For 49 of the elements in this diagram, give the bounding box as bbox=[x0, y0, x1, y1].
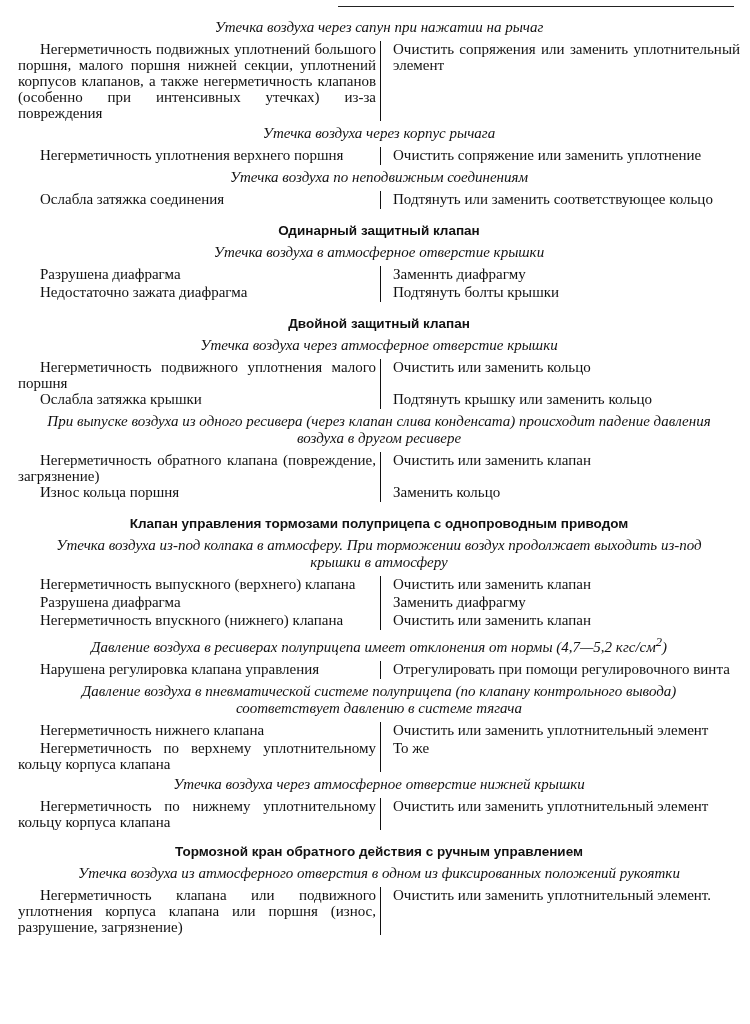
cause-cell-text: Ослабла затяжка крышки bbox=[39, 391, 203, 409]
cause-cell-text: Ослабла затяжка соединения bbox=[39, 191, 226, 209]
section-heading: Клапан управления тормозами полуприцепа с однопроводным приводом bbox=[128, 516, 630, 531]
cause-cell-text: Негерметичность по нижнему уплотнительному кольцу корпуса клапана bbox=[18, 798, 377, 830]
cause-cell-text: Негерметичность по верхнему уплотнительному кольцу корпуса клапана bbox=[18, 740, 377, 772]
remedy-cell: Подтянуть болты крышки bbox=[380, 284, 740, 302]
cause-cell-text: Негерметичность выпускного (верхнего) клапана bbox=[39, 576, 357, 594]
remedy-cell: Очистить или заменить клапан bbox=[380, 452, 740, 484]
remedy-cell: Отрегулировать при помощи регулировочного винта bbox=[380, 661, 740, 679]
cause-cell-text: Негерметичность подвижного уплотнения малого поршня bbox=[18, 359, 377, 391]
cause-cell-text: Недостаточно зажата диафрагма bbox=[39, 284, 249, 302]
section-heading: Одинарный защитный клапан bbox=[277, 223, 481, 238]
remedy-cell: Очистить или заменить уплотнительный элемент bbox=[380, 722, 740, 740]
fault-heading: Утечка воздуха через корпус рычага bbox=[261, 125, 497, 142]
remedy-cell: Заменить диафрагму bbox=[380, 594, 740, 612]
fault-heading: Утечка воздуха из атмосферного отверстия в одном из фиксированных положений рукоятки bbox=[77, 865, 681, 882]
remedy-cell: Заменнть диафрагму bbox=[380, 266, 740, 284]
cause-cell-text: Негерметичность клапана или подвижного уплотнения корпуса клапана или поршня (износ, разрушение, загрязнение) bbox=[18, 887, 377, 935]
remedy-cell: Очистить сопряжения или заменить уплотнительный элемент bbox=[380, 41, 740, 121]
fault-heading: Утечка воздуха в атмосферное отверстие крышки bbox=[212, 244, 546, 261]
cause-cell-text: Износ кольца поршня bbox=[39, 484, 181, 502]
fault-heading: При выпуске воздуха из одного ресивера (через клапан слива конденсата) происходит падение давления воздуха в другом ресивере bbox=[46, 413, 712, 447]
fault-heading: Утечка воздуха через атмосферное отверстие крышки bbox=[199, 337, 559, 354]
remedy-cell: Очистить или заменить клапан bbox=[380, 576, 740, 594]
fault-heading: Утечка воздуха из-под колпака в атмосферу. При торможении воздух продолжает выходить из-под крышки в атмосферу bbox=[55, 537, 703, 571]
section-heading: Двойной защитный клапан bbox=[287, 316, 471, 331]
remedy-cell: Очистить или заменить уплотнительный элемент bbox=[380, 798, 740, 830]
cause-cell-text: Нарушена регулировка клапана управления bbox=[39, 661, 321, 679]
remedy-cell: Подтянуть крышку или заменить кольцо bbox=[380, 391, 740, 409]
fault-heading: Давление воздуха в ресиверах полуприцепа имеет отклонения от нормы (4,7—5,2 кгс/см$^{2}$) bbox=[89, 634, 669, 656]
remedy-cell: Очистить сопряжение или заменить уплотнение bbox=[380, 147, 740, 165]
remedy-cell: Заменить кольцо bbox=[380, 484, 740, 502]
cause-cell-text: Негерметичность впускного (нижнего) клапана bbox=[39, 612, 345, 630]
fault-heading: Утечка воздуха через сапун при нажатии на рычаг bbox=[213, 19, 545, 36]
cause-cell-text: Разрушена диафрагма bbox=[39, 266, 182, 284]
cause-cell-text: Негерметичность нижнего клапана bbox=[39, 722, 266, 740]
cause-cell-text: Негерметичность обратного клапана (повреждение, загрязнение) bbox=[18, 452, 377, 484]
remedy-cell: Очистить или заменить уплотнительный элемент. bbox=[380, 887, 740, 935]
fault-heading: Утечка воздуха через атмосферное отверстие нижней крышки bbox=[172, 776, 586, 793]
remedy-cell: Очистить или заменить кольцо bbox=[380, 359, 740, 391]
fault-heading: Утечка воздуха по неподвижным соединениям bbox=[228, 169, 530, 186]
remedy-cell: Очистить или заменить клапан bbox=[380, 612, 740, 630]
fault-heading: Давление воздуха в пневматической системе полуприцепа (по клапану контрольного вывода) соответствует давлению в системе тягача bbox=[79, 683, 678, 717]
remedy-cell: То же bbox=[380, 740, 740, 772]
cause-cell-text: Негерметичность уплотнения верхнего поршня bbox=[39, 147, 345, 165]
section-heading: Тормозной кран обратного действия с ручным управлением bbox=[174, 844, 584, 859]
cause-cell-text: Негерметичность подвижных уплотнений большого поршня, малого поршня нижней секции, уплотнений корпусов клапанов, а также негерметичность клапанов (особенно при интенсивных утечках) из-за повреждения bbox=[18, 41, 377, 121]
cause-cell-text: Разрушена диафрагма bbox=[39, 594, 182, 612]
remedy-cell: Подтянуть или заменить соответствующее кольцо bbox=[380, 191, 740, 209]
